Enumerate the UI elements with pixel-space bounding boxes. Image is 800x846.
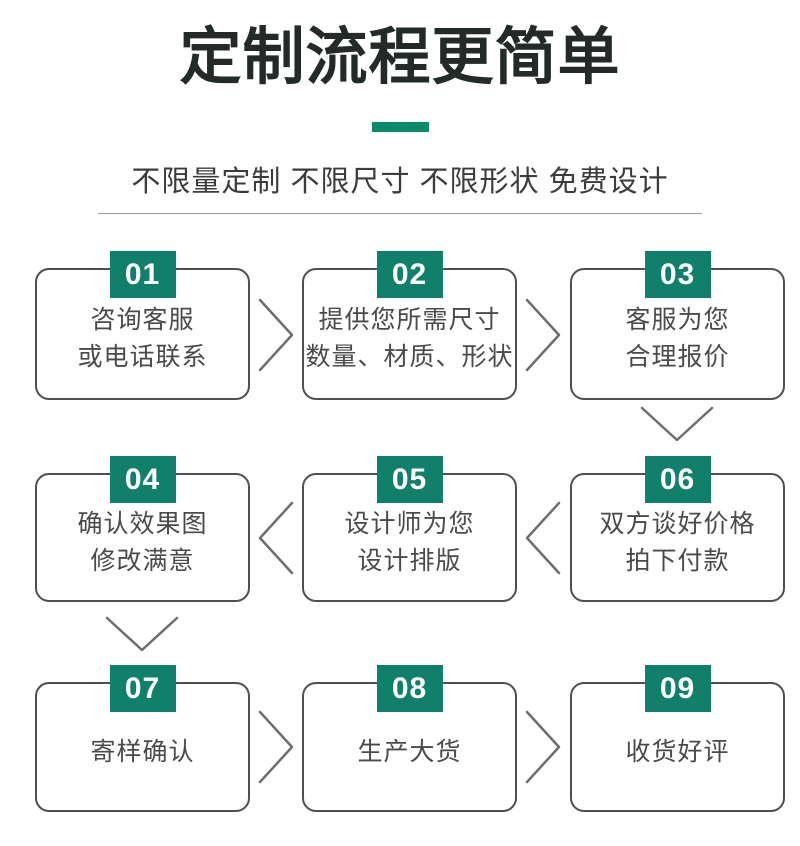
step-box-07: 07 寄样确认 [35, 665, 250, 812]
step-line: 拍下付款 [625, 546, 730, 575]
arrow-down-icon [638, 404, 716, 444]
step-line: 数量、材质、形状 [305, 343, 514, 371]
step-label: 设计师为您 设计排版 [344, 496, 474, 580]
step-label: 提供您所需尺寸 数量、材质、形状 [305, 292, 513, 376]
page-title: 定制流程更简单 [179, 23, 621, 92]
step-line: 或电话联系 [77, 343, 208, 371]
subtitle: 不限量定制 不限尺寸 不限形状 免费设计 [131, 166, 669, 198]
step-number-badge: 03 [644, 251, 711, 298]
step-box-02: 02 提供您所需尺寸 数量、材质、形状 [302, 251, 517, 400]
step-line: 生产大货 [357, 737, 462, 766]
step-line: 确认效果图 [77, 509, 208, 538]
step-number-badge: 04 [109, 456, 176, 503]
arrow-left-icon [523, 499, 563, 577]
step-label: 生产大货 [357, 724, 461, 771]
arrow-right-icon [523, 708, 563, 786]
step-label: 双方谈好价格 拍下付款 [599, 496, 755, 580]
arrow-down-icon [103, 614, 181, 654]
step-line: 提供您所需尺寸 [318, 306, 501, 334]
step-number-badge: 08 [376, 665, 443, 712]
step-line: 设计师为您 [344, 509, 475, 538]
title-accent-bar [371, 122, 429, 132]
step-box-06: 06 双方谈好价格 拍下付款 [570, 456, 785, 602]
arrow-left-icon [256, 499, 296, 577]
divider-line [98, 213, 702, 214]
step-box-08: 08 生产大货 [302, 665, 517, 812]
step-line: 合理报价 [625, 343, 730, 371]
step-box-04: 04 确认效果图 修改满意 [35, 456, 250, 602]
step-line: 咨询客服 [90, 306, 195, 334]
step-label: 客服为您 合理报价 [625, 292, 729, 376]
arrow-right-icon [523, 296, 563, 374]
step-number-badge: 06 [644, 456, 711, 503]
step-line: 修改满意 [90, 546, 195, 575]
step-line: 客服为您 [625, 306, 730, 334]
step-number-badge: 01 [109, 251, 176, 298]
step-label: 咨询客服 或电话联系 [77, 292, 207, 376]
step-box-05: 05 设计师为您 设计排版 [302, 456, 517, 602]
step-label: 寄样确认 [90, 724, 194, 771]
step-label: 确认效果图 修改满意 [77, 496, 207, 580]
step-number-badge: 05 [376, 456, 443, 503]
step-line: 寄样确认 [90, 737, 195, 766]
step-line: 双方谈好价格 [599, 509, 756, 538]
arrow-right-icon [256, 296, 296, 374]
step-number-badge: 02 [376, 251, 443, 298]
step-line: 设计排版 [357, 546, 462, 575]
arrow-right-icon [256, 708, 296, 786]
step-label: 收货好评 [625, 724, 729, 771]
step-box-09: 09 收货好评 [570, 665, 785, 812]
step-box-01: 01 咨询客服 或电话联系 [35, 251, 250, 400]
step-line: 收货好评 [625, 737, 730, 766]
step-number-badge: 07 [109, 665, 176, 712]
step-number-badge: 09 [644, 665, 711, 712]
step-box-03: 03 客服为您 合理报价 [570, 251, 785, 400]
